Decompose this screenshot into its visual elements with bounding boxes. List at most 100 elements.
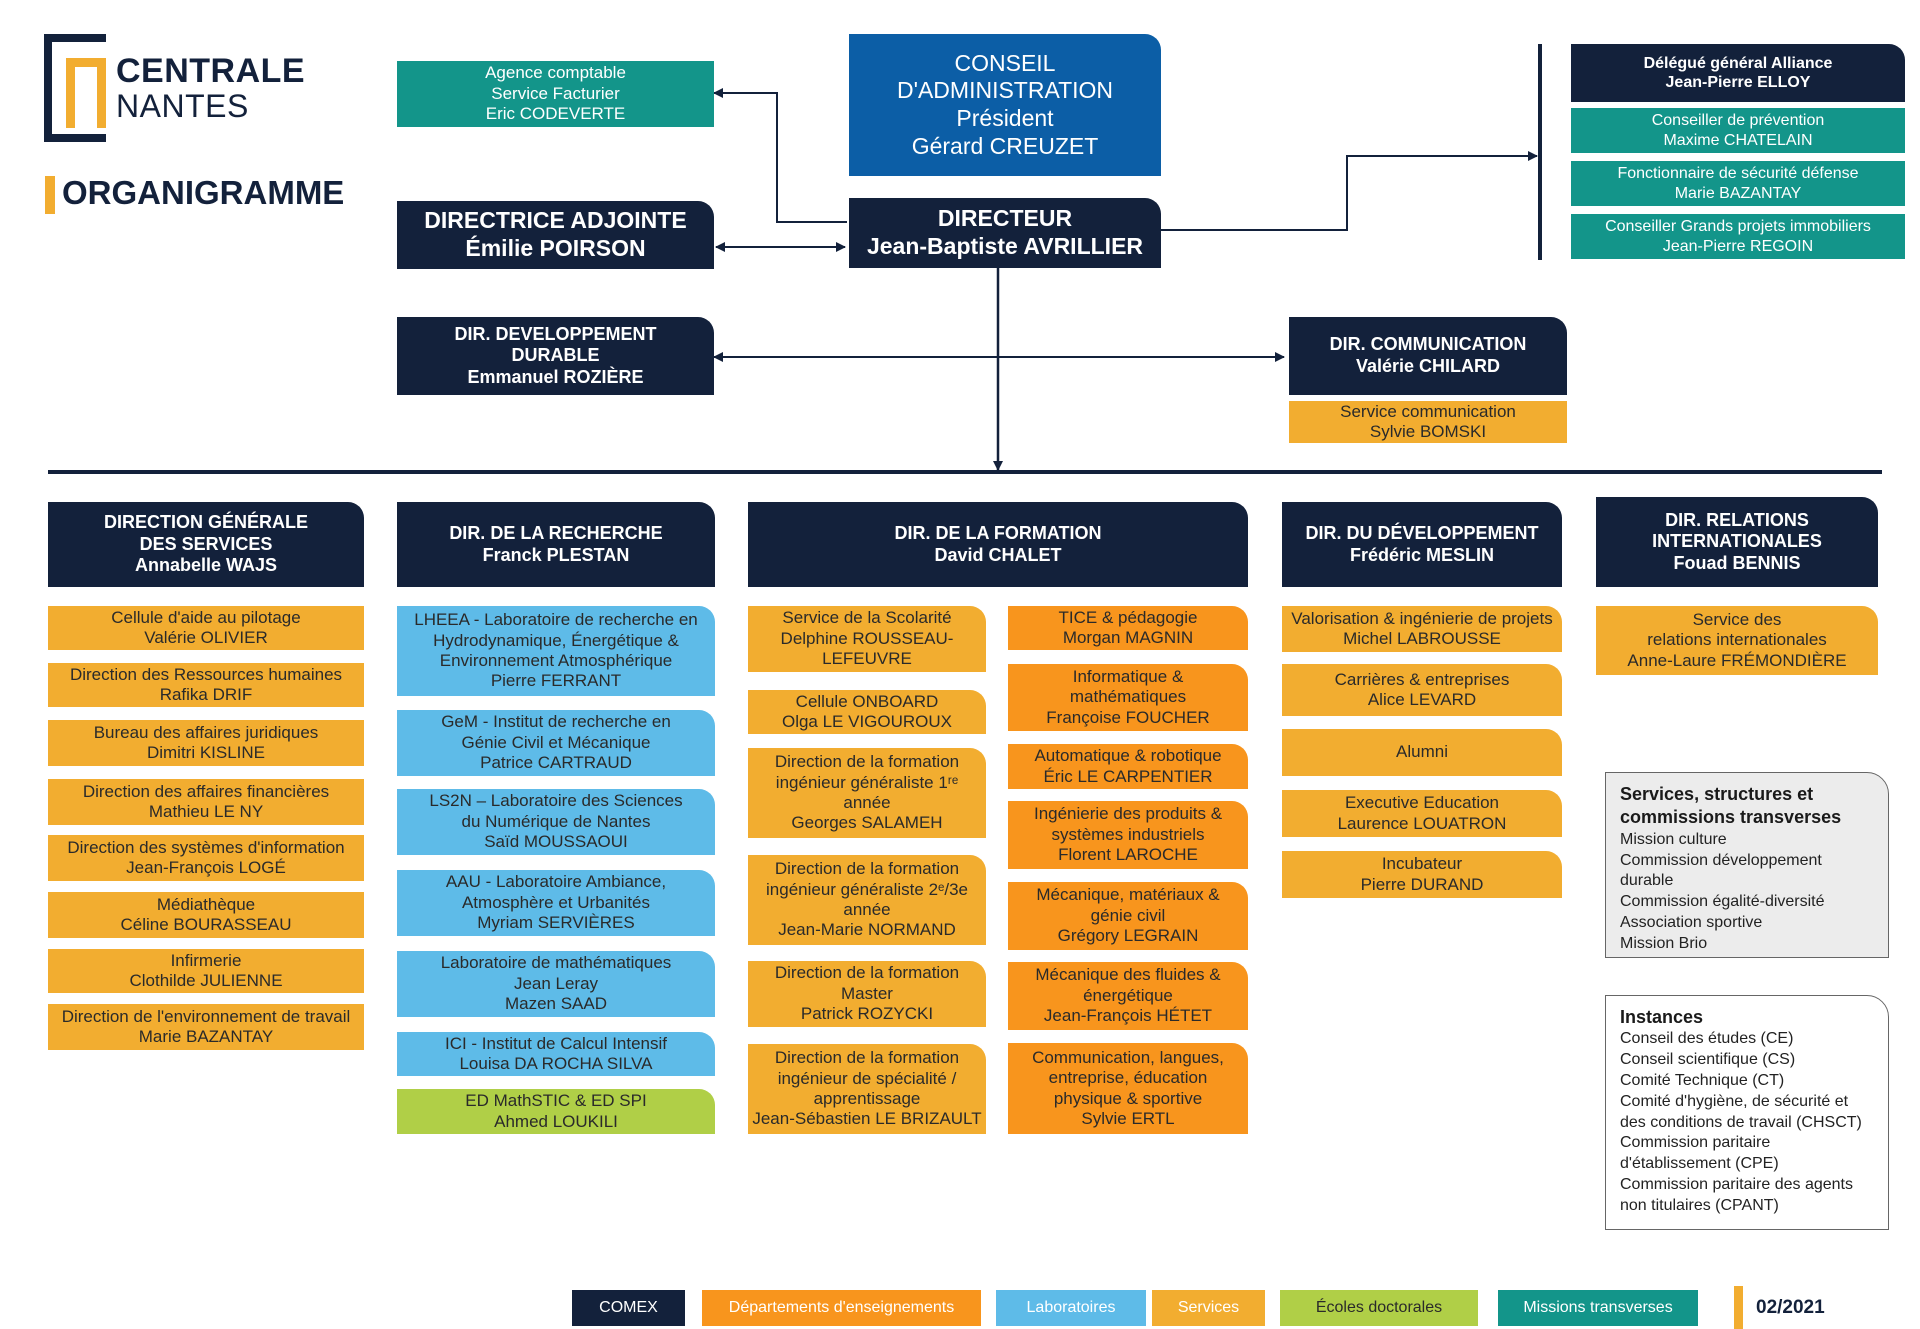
col-recherche-header-line: DIR. DE LA RECHERCHE [449, 522, 663, 543]
developpement-item-line: Laurence LOUATRON [1337, 813, 1507, 833]
departement-item-line: Informatique & [1072, 666, 1184, 686]
formation-left-item-line: Direction de la formation [774, 752, 960, 772]
departement-item-line: génie civil [1090, 905, 1166, 925]
col-international-header-line: INTERNATIONALES [1652, 531, 1822, 552]
departement-item-line: Françoise FOUCHER [1046, 707, 1210, 727]
delegue-general-box-line: Jean-Pierre ELLOY [1665, 74, 1811, 91]
dgs-item-line: Cellule d'aide au pilotage [111, 607, 301, 627]
legend-item: Services [1152, 1290, 1265, 1326]
dir-developpement-durable-box-line: DURABLE [511, 345, 600, 366]
col-recherche-header-line: Franck PLESTAN [482, 544, 630, 565]
dir-communication-box-line: DIR. COMMUNICATION [1329, 334, 1527, 355]
departement-item-line: Mécanique, matériaux & [1036, 885, 1220, 905]
conseil-administration-box-line: Gérard CREUZET [911, 132, 1099, 159]
panel-item: Association sportive [1620, 913, 1763, 931]
developpement-item: Alumni [1282, 729, 1562, 776]
departement-item-line: Automatique & robotique [1034, 746, 1222, 766]
legend-item: Missions transverses [1498, 1290, 1698, 1326]
departement-item-line: énergétique [1083, 985, 1173, 1005]
formation-left-item-line: ingénieur généraliste 2ᵉ/3e [766, 879, 968, 899]
lab-item-line: Mazen SAAD [504, 994, 608, 1014]
panel-item: Commission paritaire des agents [1620, 1175, 1853, 1193]
agence-comptable-box-line: Eric CODEVERTE [485, 104, 626, 124]
international-item-line: Anne-Laure FRÉMONDIÈRE [1627, 650, 1847, 670]
departement-item-line: Morgan MAGNIN [1062, 628, 1194, 647]
col-dgs-header-line: DES SERVICES [139, 533, 273, 554]
conseil-administration-box-line: CONSEIL [954, 49, 1056, 76]
directrice-adjointe-box-line: DIRECTRICE ADJOINTE [424, 207, 687, 234]
formation-left-item-line: Direction de la formation [774, 1048, 960, 1068]
departement-item-line: TICE & pédagogie [1058, 607, 1198, 627]
departement-item-line: physique & sportive [1053, 1088, 1203, 1108]
dgs-item-line: Infirmerie [170, 950, 242, 970]
col-developpement-header-line: DIR. DU DÉVELOPPEMENT [1305, 522, 1539, 543]
lab-item-line: Pierre FERRANT [490, 671, 622, 691]
logo-yellow-mark [66, 58, 106, 128]
panel-item: d'établissement (CPE) [1620, 1155, 1779, 1173]
panel-item: Mission culture [1620, 830, 1727, 848]
developpement-item-line: Michel LABROUSSE [1343, 629, 1501, 648]
formation-left-item-line: ingénieur généraliste 1ʳᵉ [775, 772, 959, 792]
dir-developpement-durable-box-line: DIR. DEVELOPPEMENT [454, 323, 657, 344]
dgs-item-line: Direction des affaires financières [82, 781, 330, 801]
ed-box-line: ED MathSTIC & ED SPI [465, 1091, 647, 1111]
developpement-item-line: Alumni [1396, 742, 1448, 762]
panel-item: Commission développement [1620, 851, 1822, 869]
lab-item-line: Jean Leray [513, 973, 599, 993]
lab-item: AAU - Laboratoire Ambiance,Atmosphère et… [397, 870, 715, 936]
dir-developpement-durable-box-line: Emmanuel ROZIÈRE [467, 366, 644, 387]
departement-item-line: Florent LAROCHE [1058, 845, 1198, 865]
ed-box-line: Ahmed LOUKILI [494, 1111, 618, 1131]
departement-item-line: Sylvie ERTL [1081, 1108, 1175, 1128]
dgs-item-line: Médiathèque [156, 894, 256, 914]
departement-item-line: Grégory LEGRAIN [1057, 926, 1199, 946]
lab-item-line: Saïd MOUSSAOUI [484, 832, 628, 852]
departement-item: Ingénierie des produits &systèmes indust… [1008, 801, 1248, 869]
developpement-item-line: Executive Education [1344, 793, 1500, 813]
developpement-item-line: Alice LEVARD [1367, 690, 1477, 709]
lab-item-line: Louisa DA ROCHA SILVA [459, 1054, 653, 1073]
logo: CENTRALE NANTES [44, 34, 305, 144]
departement-item-line: Ingénierie des produits & [1033, 804, 1223, 824]
dir-communication-box-line: Valérie CHILARD [1355, 356, 1501, 376]
lab-item-line: Laboratoire de mathématiques [440, 953, 672, 973]
formation-left-item-line: Direction de la formation [774, 963, 960, 983]
formation-left-item-line: Master [841, 983, 893, 1003]
lab-item-line: LHEEA - Laboratoire de recherche en [414, 610, 698, 630]
panel-item: des conditions de travail (CHSCT) [1620, 1113, 1862, 1131]
lab-item-line: Atmosphère et Urbanités [461, 892, 651, 912]
logo-frame [44, 34, 106, 142]
lab-item-line: Myriam SERVIÈRES [477, 913, 635, 933]
panel-title: Instances [1620, 1007, 1704, 1027]
lab-item-line: Patrice CARTRAUD [480, 753, 632, 773]
lab-item-line: ICI - Institut de Calcul Intensif [444, 1033, 668, 1053]
dgs-item-line: Jean-François LOGÉ [126, 858, 286, 877]
panel-item: Mission Brio [1620, 934, 1708, 952]
panel-item: Conseil scientifique (CS) [1620, 1051, 1796, 1069]
dgs-item-line: Mathieu LE NY [148, 802, 264, 821]
lab-item-line: LS2N – Laboratoire des Sciences [429, 791, 683, 811]
right-teal-box-line: Conseiller Grands projets immobiliers [1605, 218, 1871, 236]
